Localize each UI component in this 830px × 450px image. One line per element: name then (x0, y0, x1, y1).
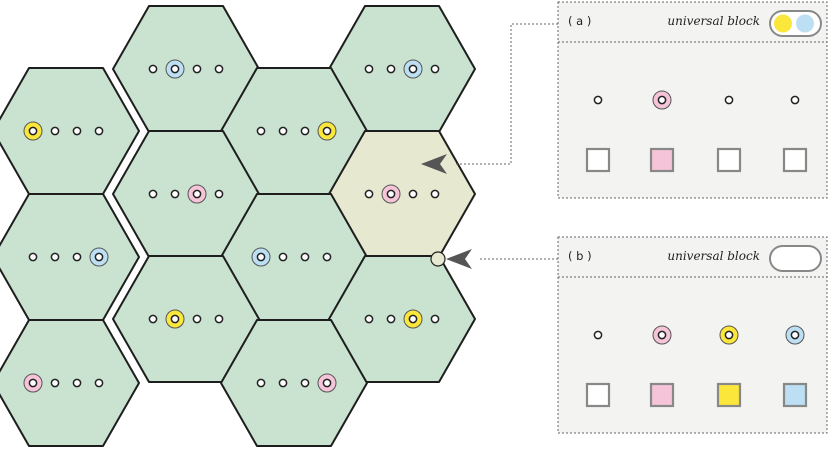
plain-bead (94, 378, 104, 388)
yellow-box (716, 382, 742, 408)
plain-bead (386, 314, 396, 324)
plain-bead (430, 314, 440, 324)
plain-bead (50, 378, 60, 388)
plain-bead (724, 95, 734, 105)
blue-bead (785, 325, 805, 345)
plain-bead (72, 252, 82, 262)
plain-bead (148, 314, 158, 324)
plain-bead (300, 378, 310, 388)
hex-cell (328, 255, 476, 383)
hex-cell (0, 67, 140, 195)
blue-bead (89, 247, 109, 267)
blue-bead (251, 247, 271, 267)
plain-bead (72, 126, 82, 136)
pink-bead (652, 325, 672, 345)
hex-cell (0, 193, 140, 321)
plain-bead (408, 189, 418, 199)
plain-bead (170, 189, 180, 199)
plain-bead (300, 252, 310, 262)
hex-cell (220, 319, 368, 447)
panel-title: universal block (667, 14, 760, 28)
hex-cells (0, 5, 476, 447)
plain-bead (430, 64, 440, 74)
pink-bead (187, 184, 207, 204)
plain-bead (364, 189, 374, 199)
arrow-head-icon (446, 249, 472, 269)
toggle-switch[interactable] (769, 10, 822, 37)
empty-box (585, 147, 611, 173)
plain-bead (322, 252, 332, 262)
pink-bead (317, 373, 337, 393)
hex-cell (0, 319, 140, 447)
pink-bead (652, 90, 672, 110)
plain-bead (430, 189, 440, 199)
connectors (421, 23, 558, 269)
blue-indicator (796, 14, 814, 33)
plain-bead (364, 314, 374, 324)
pink-bead (381, 184, 401, 204)
panel-label: ( a ) (568, 14, 591, 28)
plain-bead (72, 378, 82, 388)
plain-bead (148, 189, 158, 199)
hex-cell-shape (0, 193, 140, 321)
plain-bead (192, 64, 202, 74)
plain-bead (790, 95, 800, 105)
hex-cell-shape (0, 319, 140, 447)
plain-bead (364, 64, 374, 74)
yellow-bead (165, 309, 185, 329)
plain-bead (214, 64, 224, 74)
plain-bead (192, 314, 202, 324)
yellow-bead (317, 121, 337, 141)
plain-bead (214, 314, 224, 324)
plain-bead (593, 330, 603, 340)
plain-bead (256, 378, 266, 388)
blue-bead (403, 59, 423, 79)
plain-bead (50, 252, 60, 262)
empty-box (782, 147, 808, 173)
plain-bead (28, 252, 38, 262)
panel-label: ( b ) (568, 249, 592, 263)
blue-box (782, 382, 808, 408)
plain-bead (50, 126, 60, 136)
pink-bead (23, 373, 43, 393)
yellow-bead (23, 121, 43, 141)
yellow-bead (403, 309, 423, 329)
yellow-bead (719, 325, 739, 345)
pink-box (649, 382, 675, 408)
plain-bead (386, 64, 396, 74)
plain-bead (300, 126, 310, 136)
hex-cell (220, 193, 368, 321)
plain-bead (593, 95, 603, 105)
toggle-switch[interactable] (769, 245, 822, 272)
universal-block-panel: ( a ) universal block (557, 1, 828, 199)
pink-box (649, 147, 675, 173)
plain-bead (214, 189, 224, 199)
arrow-head-icon (421, 154, 447, 174)
yellow-indicator (774, 14, 792, 33)
hex-cell (112, 255, 260, 383)
universal-block-panel: ( b ) universal block (557, 236, 828, 434)
plain-bead (278, 378, 288, 388)
universal-block-panels: ( a ) universal block ( b ) universal block (557, 1, 828, 434)
plain-bead (148, 64, 158, 74)
connector-a (456, 23, 558, 165)
blue-bead (165, 59, 185, 79)
plain-bead (256, 126, 266, 136)
empty-box (716, 147, 742, 173)
empty-box (585, 382, 611, 408)
hex-cell-shape (0, 67, 140, 195)
hex-cell-shape (220, 319, 368, 447)
plain-bead (94, 126, 104, 136)
plain-bead (278, 126, 288, 136)
panel-title: universal block (667, 249, 760, 263)
junction-node (430, 251, 446, 267)
plain-bead (278, 252, 288, 262)
